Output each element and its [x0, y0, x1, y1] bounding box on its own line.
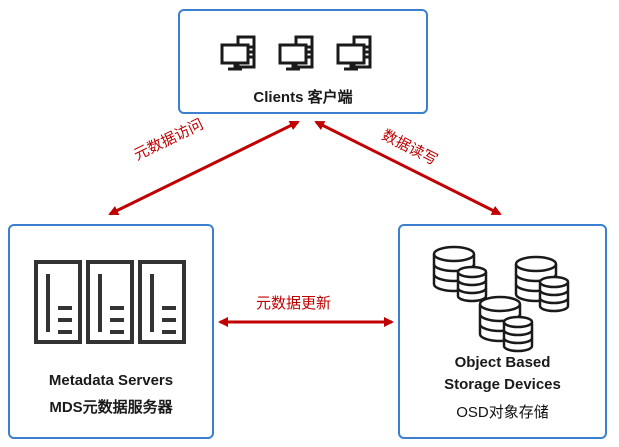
- desktop-computer-icon: [336, 35, 372, 71]
- osd-subtitle: OSD对象存储: [456, 404, 549, 421]
- mds-title-en: Metadata Servers: [48, 372, 174, 389]
- arrow-clients-mds: [108, 120, 300, 216]
- clients-node: Clients 客户端: [178, 9, 428, 114]
- metadata-servers-node: Metadata Servers MDS元数据服务器: [8, 224, 214, 439]
- clients-icons: [220, 35, 372, 71]
- osd-title-line2: Storage Devices: [444, 376, 561, 393]
- osd-title-line1: Object Based: [454, 354, 551, 371]
- server-rack-icon: [86, 260, 134, 344]
- arrow-clients-osd: [314, 120, 502, 216]
- database-icon: [478, 295, 534, 353]
- database-icon: [514, 255, 570, 313]
- edge-label-metadata-update: 元数据更新: [256, 295, 332, 312]
- mds-icons: [34, 260, 186, 344]
- server-rack-icon: [34, 260, 82, 344]
- object-storage-devices-node: Object Based Storage Devices OSD对象存储: [398, 224, 607, 439]
- server-rack-icon: [138, 260, 186, 344]
- mds-title-zh: MDS元数据服务器: [49, 399, 173, 416]
- clients-title: Clients 客户端: [253, 89, 353, 106]
- desktop-computer-icon: [220, 35, 256, 71]
- osd-icons: [432, 245, 570, 353]
- desktop-computer-icon: [278, 35, 314, 71]
- database-icon: [432, 245, 488, 303]
